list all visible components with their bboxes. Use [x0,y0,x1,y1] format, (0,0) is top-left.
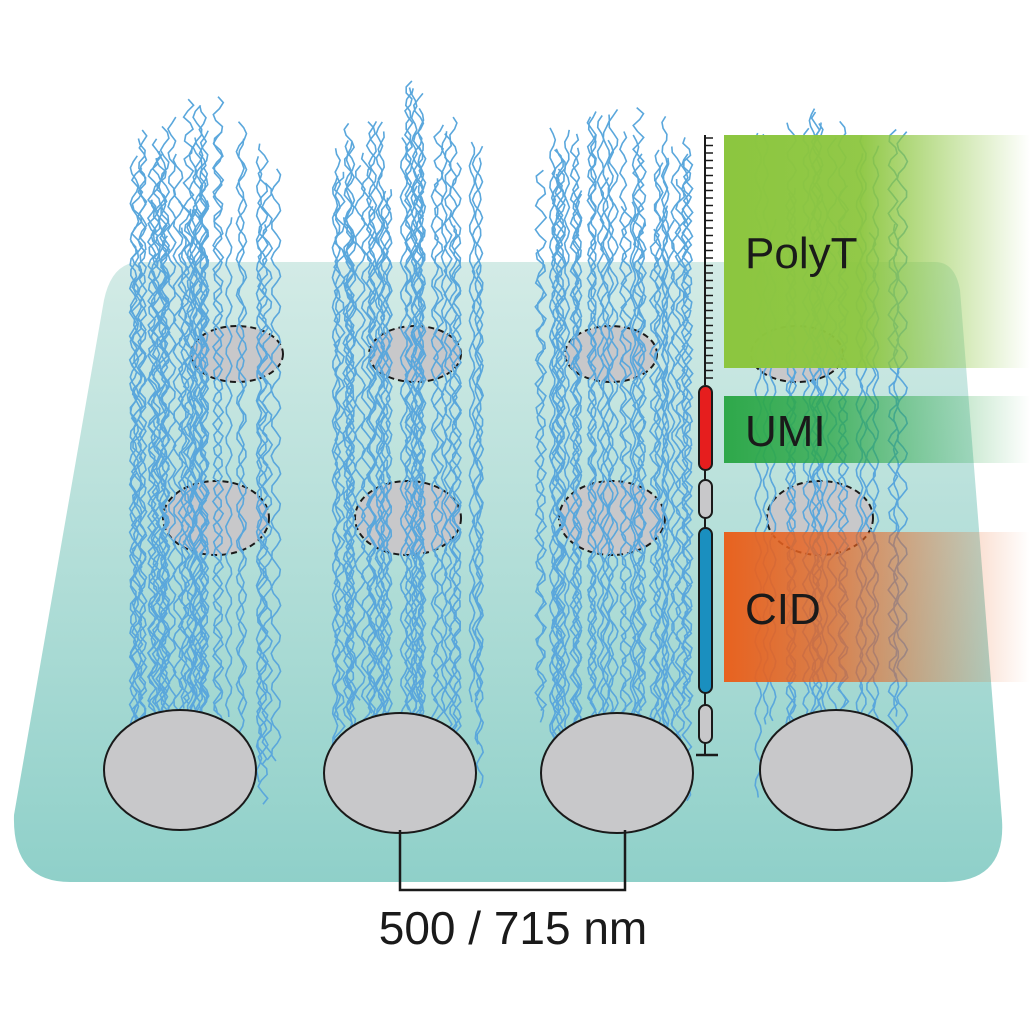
umi-label: UMI [745,407,826,456]
oligo-strand [602,114,611,720]
oligo-strand [192,208,202,798]
oligo-strand [606,139,615,733]
scale-label: 500 / 715 nm [379,902,648,954]
oligo-strand [375,121,384,789]
oligo-strand [430,178,440,778]
oligo-strand [198,105,208,728]
polyt-label-box: PolyT [724,135,1030,368]
oligo-strand [261,182,274,761]
oligo-strand [138,129,148,745]
oligo-strand [632,107,645,758]
oligo-strand [137,138,147,803]
oligo-strand [682,158,694,703]
oligo-strand [146,199,157,755]
capture-spot [323,712,477,834]
oligo-strand [550,173,560,802]
cid-label: CID [745,585,821,634]
oligo-strand [666,219,676,725]
oligo-strand [160,235,169,733]
oligo-strand [620,205,634,786]
probe-schematic [696,135,718,757]
oligo-strand [536,249,545,723]
front-spot-row [103,709,913,834]
oligo-strand [257,143,269,805]
polyt-tail-ticks [705,137,713,379]
oligo-strand [172,153,184,718]
oligo-strand [607,108,619,746]
oligo-strand [661,205,669,808]
oligo-strand [343,122,356,716]
oligo-strand [551,149,564,782]
oligo-strand [182,98,195,704]
oligo-strand [548,127,557,792]
oligo-strand [404,87,413,738]
oligo-strand [333,171,346,763]
oligo-strand [377,131,386,727]
oligo-strand [270,168,282,762]
oligo-strand [555,148,565,795]
capture-spot [540,712,694,834]
cid-segment [698,527,713,694]
oligo-strand [418,146,427,786]
oligo-strand [411,131,423,703]
oligo-strand [237,138,245,751]
oligo-strand [587,111,598,703]
oligo-strand [471,145,484,701]
oligo-strand [235,121,248,715]
oligo-strand [660,115,669,767]
oligo-strand [180,227,188,709]
oligo-strand [199,130,210,749]
umi-label-box: UMI [724,396,1030,463]
oligo-strand [385,189,393,728]
oligo-strand [345,142,353,765]
oligo-strand [211,96,225,753]
oligo-strand [151,138,162,739]
oligo-strand [432,124,445,796]
oligo-strand [360,152,372,739]
oligo-strand [572,147,581,761]
polyt-label: PolyT [745,229,857,278]
oligo-strand [155,153,168,716]
oligo-strand [574,193,583,769]
oligo-strand [331,175,339,750]
oligo-strand [474,157,482,745]
capture-spot [759,709,913,831]
oligo-strand [654,149,662,731]
oligo-strand [212,130,224,715]
oligo-strand [662,157,670,733]
oligo-strand [379,197,390,713]
capture-spot [162,480,270,556]
oligo-strand [589,134,598,745]
oligo-strand [674,178,687,795]
oligo-strand [186,209,195,784]
oligo-strand [569,133,580,725]
capture-spot [103,709,257,831]
scale-bracket: 500 / 715 nm [379,830,648,954]
oligo-strand [130,167,144,746]
oligo-strand [563,129,571,745]
oligo-strand [452,225,463,769]
oligo-strand [150,199,161,705]
oligo-strand [365,121,377,805]
oligo-strand [224,217,233,718]
oligo-strand [648,228,661,789]
oligo-strand [448,116,458,810]
oligo-strand [342,217,355,758]
spacer-segment [698,704,713,744]
oligo-strand [670,146,682,780]
spacer-segment [698,479,713,519]
oligo-strand [128,240,138,806]
oligo-strand [596,115,605,791]
oligo-strand [450,162,463,783]
cid-label-box: CID [724,532,1030,682]
umi-segment [698,385,713,471]
